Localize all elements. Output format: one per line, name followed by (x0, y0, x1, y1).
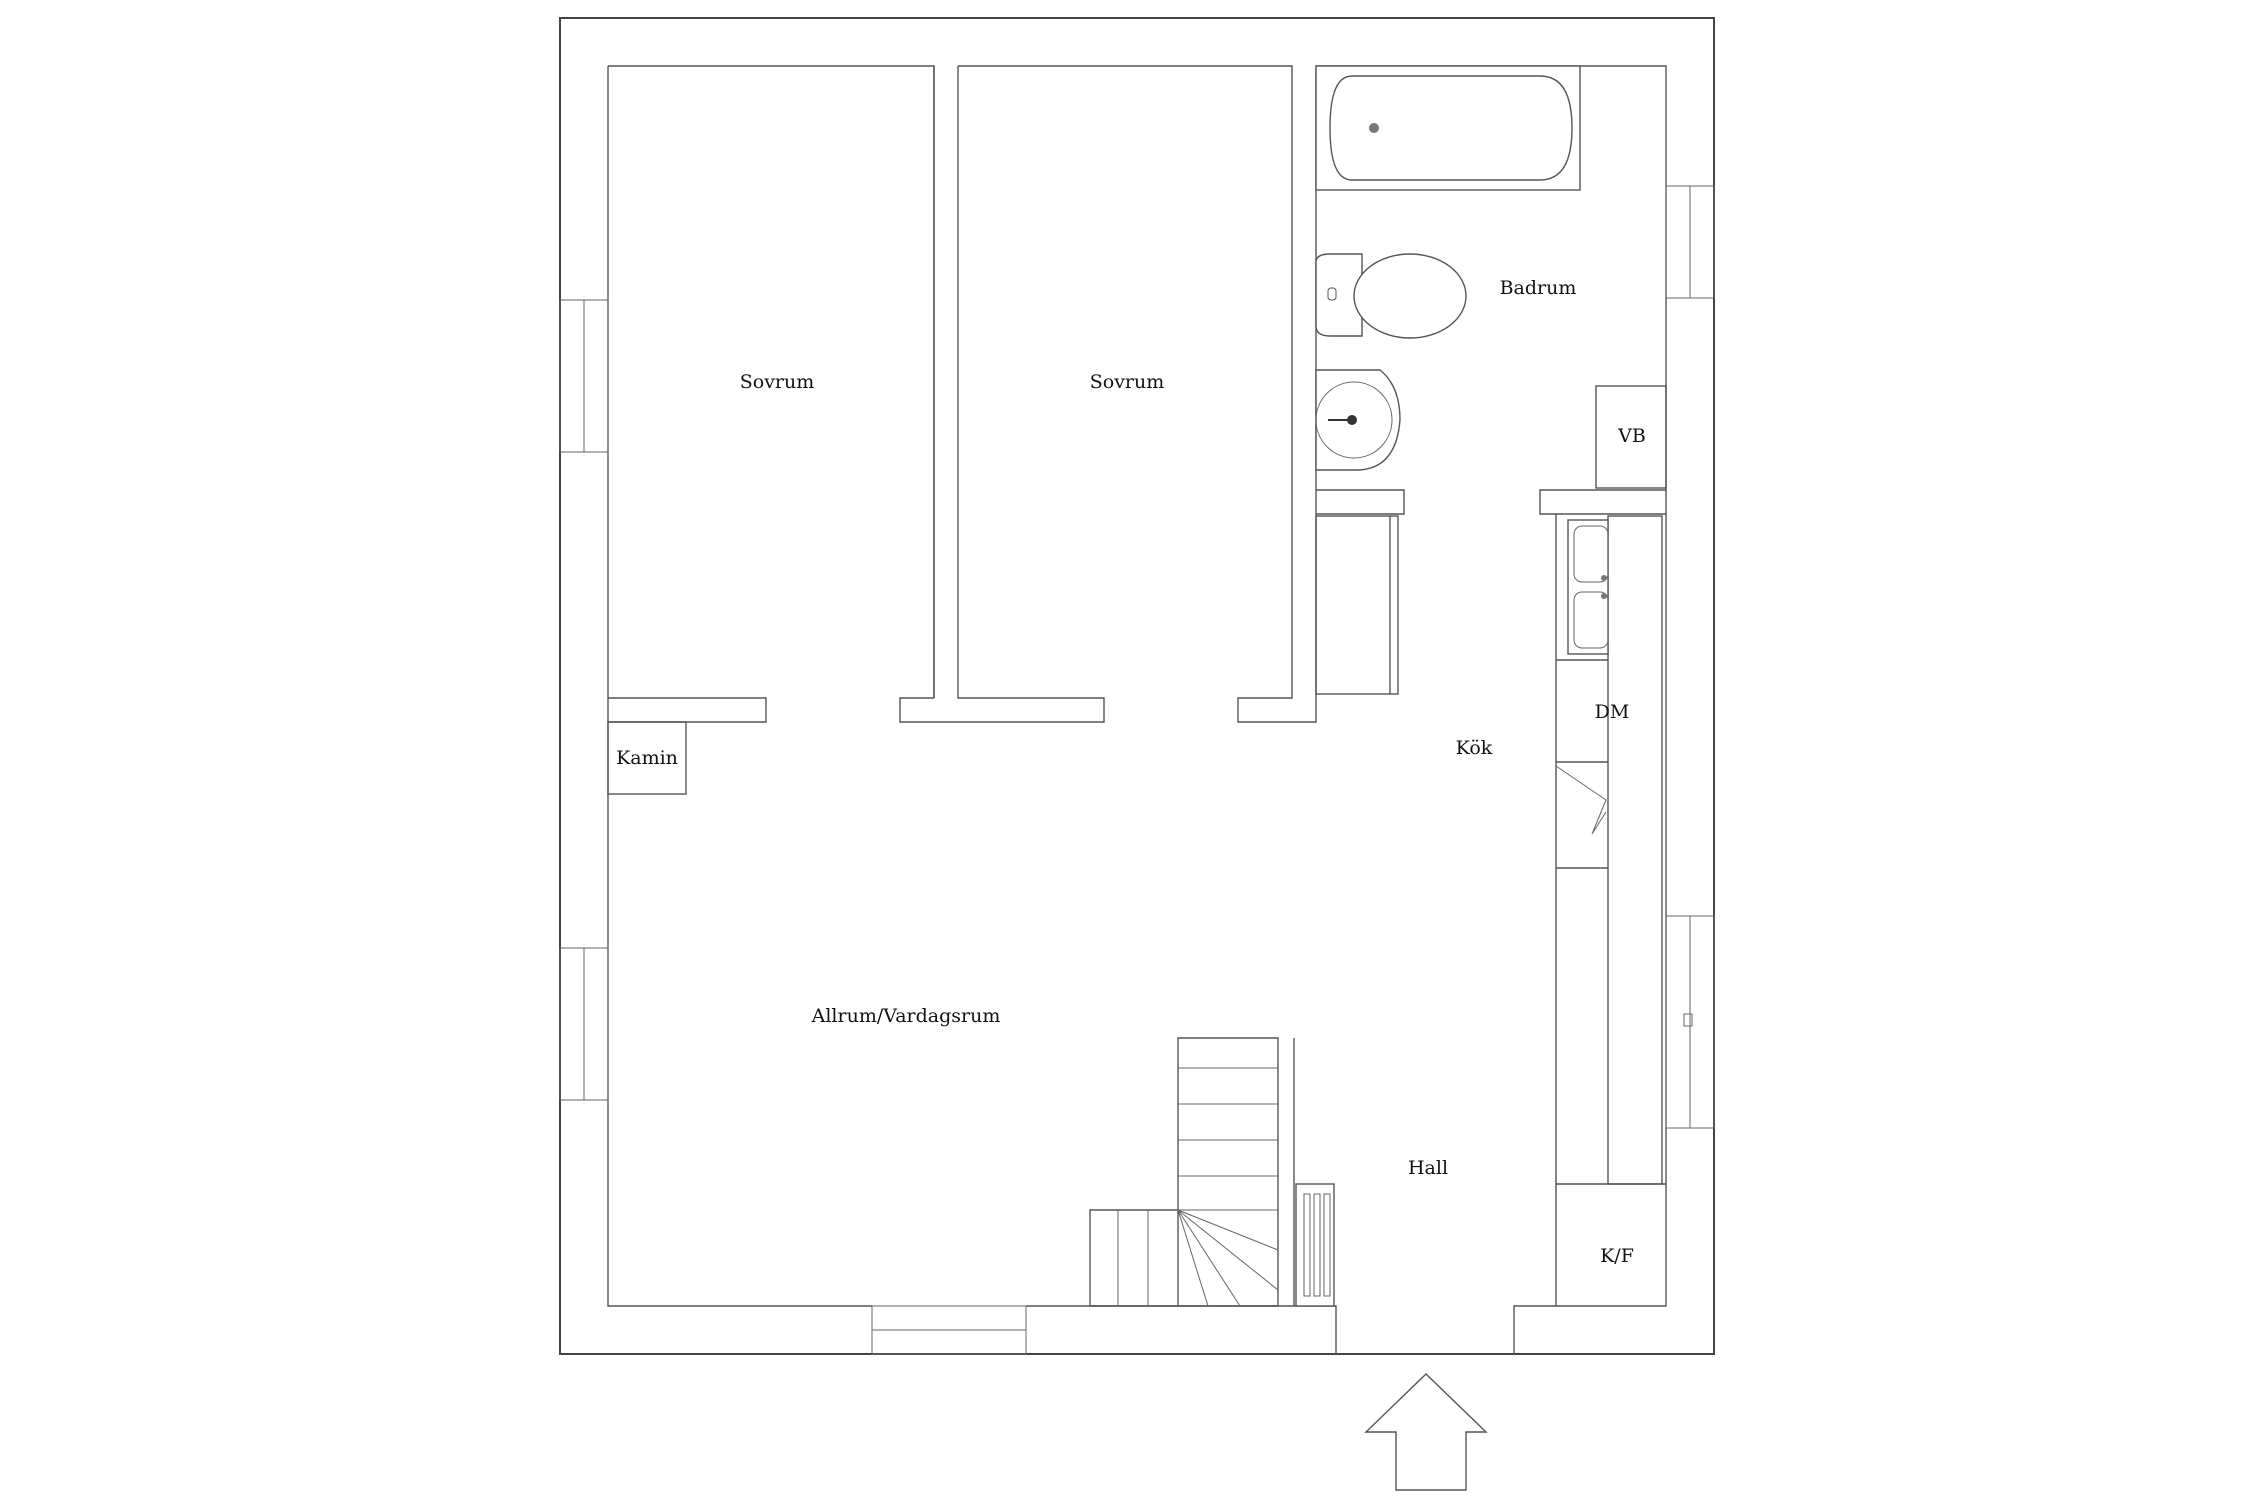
entrance-arrow-icon (1364, 1373, 1488, 1491)
kitchen-cabinets (1555, 385, 1667, 1306)
room-label-kamin: Kamin (616, 747, 678, 769)
toilet-icon (1315, 253, 1467, 339)
exterior-walls (559, 17, 1715, 1355)
room-label-vb: VB (1617, 425, 1646, 447)
bathtub-icon (1315, 65, 1581, 191)
room-label-kok: Kök (1456, 737, 1493, 759)
room-label-hall: Hall (1408, 1157, 1448, 1179)
windows (559, 185, 1715, 1355)
double-sink-icon (1567, 519, 1609, 655)
room-label-allrum: Allrum/Vardagsrum (811, 1005, 1001, 1027)
room-label-dm: DM (1595, 701, 1630, 723)
staircase-icon (1089, 1037, 1295, 1307)
bathroom-walls (1315, 489, 1666, 695)
room-label-sovrum-2: Sovrum (1090, 371, 1165, 393)
bedroom-walls (608, 65, 1317, 723)
room-label-badrum: Badrum (1500, 277, 1577, 299)
radiator-icon (1295, 1183, 1335, 1307)
room-label-sovrum-1: Sovrum (740, 371, 815, 393)
washbasin-icon (1315, 369, 1401, 471)
room-label-kf: K/F (1600, 1245, 1634, 1267)
fireplace (607, 721, 687, 795)
